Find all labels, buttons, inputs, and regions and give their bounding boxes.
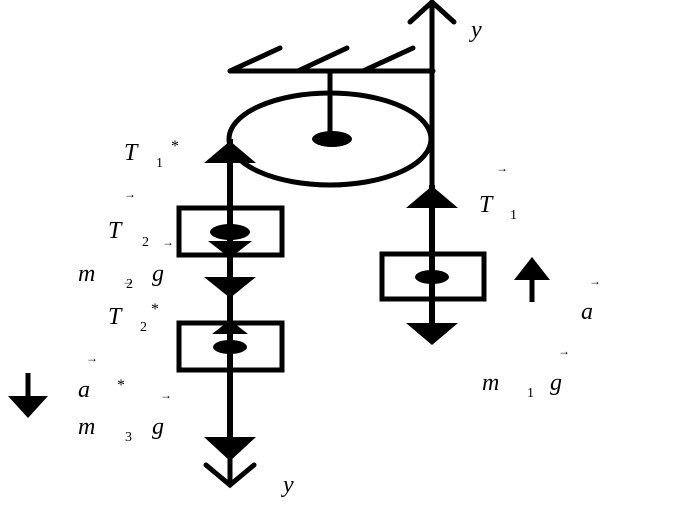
label-m2g-g: g — [152, 261, 164, 287]
tension-T2-arrowhead — [208, 241, 252, 258]
label-m1g-g: g — [550, 370, 562, 396]
vector-mark: → — [496, 161, 508, 175]
label-T2-star-base: T — [108, 304, 123, 330]
mass-m3-block — [176, 320, 285, 373]
label-T2-star-sub: 2 — [140, 320, 147, 335]
acceleration-a-star-arrow — [8, 373, 48, 418]
weight-m2g-arrowhead — [204, 277, 256, 298]
ceiling-hatch — [295, 45, 350, 74]
label-T2-base: T — [108, 218, 123, 244]
tension-T1-arrowhead — [406, 186, 458, 208]
ceiling-hatch — [227, 45, 283, 74]
acceleration-a-star-arrowhead — [8, 396, 48, 418]
ceiling-support — [227, 45, 436, 141]
label-m2g-base: m — [78, 261, 95, 287]
label-a-star-sup: * — [117, 377, 125, 394]
weight-m1g-arrowhead — [406, 323, 458, 345]
label-T1-star-base: T — [124, 140, 139, 166]
label-m1g: m 1 g — [482, 370, 562, 401]
vector-mark: → — [589, 274, 601, 288]
vector-mark: → — [160, 388, 172, 402]
label-T2-star: T 2 * — [108, 301, 159, 335]
vector-mark: → — [124, 187, 136, 201]
y-axis-up — [407, 0, 457, 188]
label-T1-sub: 1 — [510, 208, 517, 223]
label-m2g: m 2 g — [78, 261, 164, 292]
tension-T1-star-arrowhead — [204, 141, 256, 163]
label-T1: T 1 — [479, 192, 517, 223]
y-axis-label-bottom: y — [281, 472, 294, 498]
label-m1g-sub: 1 — [527, 386, 534, 401]
mass-m1-block — [379, 251, 487, 302]
label-T1-star-sup: * — [171, 138, 179, 155]
vector-mark: → — [162, 235, 174, 249]
label-m3g-base: m — [78, 414, 95, 440]
label-T2-star-sup: * — [151, 301, 159, 318]
y-axis-arrowhead-lower — [203, 462, 257, 489]
left-string-assembly — [176, 139, 285, 461]
label-m3g-sub: 3 — [125, 430, 132, 445]
label-T1-base: T — [479, 192, 494, 218]
label-T1-star: T 1 * — [124, 138, 179, 171]
ceiling-hatch — [360, 45, 416, 74]
y-axis-arrowhead — [407, 0, 457, 25]
tension-T2-star-arrowhead — [212, 320, 248, 334]
pulley-axle — [312, 131, 352, 147]
label-m3g-g: g — [152, 414, 164, 440]
acceleration-a-arrowhead — [514, 257, 550, 280]
y-axis-label-top: y — [469, 17, 482, 43]
mass-m1-center — [415, 270, 449, 284]
mass-m2-center — [210, 224, 250, 240]
label-T2-sub: 2 — [142, 235, 149, 250]
label-a-base: a — [581, 299, 593, 325]
vector-mark: → — [86, 351, 98, 365]
label-m1g-base: m — [482, 370, 499, 396]
label-T1-star-sub: 1 — [156, 156, 163, 171]
acceleration-a-arrow — [514, 257, 550, 302]
label-a-star-base: a — [78, 377, 90, 403]
label-m2g-sub: 2 — [126, 277, 133, 292]
label-a: a — [581, 299, 593, 325]
mass-m1-assembly — [379, 185, 487, 345]
vector-mark: → — [122, 274, 134, 288]
mass-m3-center — [213, 340, 247, 354]
label-m3g: m 3 g — [78, 414, 164, 445]
vector-mark: → — [558, 344, 570, 358]
label-T2: T 2 — [108, 218, 149, 250]
label-a-star: a * — [78, 377, 125, 403]
y-axis-down — [203, 442, 257, 489]
